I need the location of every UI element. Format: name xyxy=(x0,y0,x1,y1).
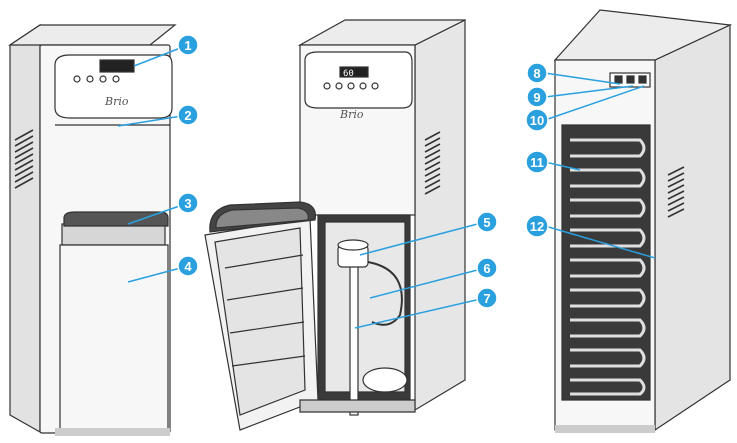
callout-2: 2 xyxy=(177,104,199,126)
leader-5 xyxy=(359,221,486,256)
callout-10: 10 xyxy=(525,108,549,132)
callout-number: 11 xyxy=(530,155,544,170)
cooler-door-open xyxy=(204,19,466,431)
cooler-rear xyxy=(553,9,733,433)
leader-12 xyxy=(544,225,656,259)
callout-number: 9 xyxy=(533,90,540,105)
callout-12: 12 xyxy=(525,214,549,238)
callout-number: 2 xyxy=(184,108,191,123)
display-readout: 60 xyxy=(343,69,354,79)
callout-1: 1 xyxy=(177,34,199,56)
callout-number: 12 xyxy=(530,219,544,234)
leader-9 xyxy=(544,85,634,98)
leader-6 xyxy=(369,267,486,299)
callout-6: 6 xyxy=(476,257,498,279)
callout-number: 3 xyxy=(184,196,191,211)
leader-10 xyxy=(544,85,645,121)
cooler-front-closed xyxy=(8,23,177,436)
leader-8 xyxy=(544,72,621,85)
callout-number: 4 xyxy=(184,259,192,274)
callout-number: 1 xyxy=(184,38,191,53)
callout-11: 11 xyxy=(525,150,549,174)
callout-number: 10 xyxy=(530,113,544,128)
brand-logo-front: Brio xyxy=(104,95,129,108)
leader-2 xyxy=(117,114,189,127)
callout-3: 3 xyxy=(177,192,199,214)
callout-9: 9 xyxy=(526,86,548,108)
callout-number: 5 xyxy=(483,215,490,230)
callout-number: 8 xyxy=(533,66,540,81)
leader-lines xyxy=(117,44,656,329)
callout-4: 4 xyxy=(177,255,199,277)
callout-number: 7 xyxy=(483,291,490,306)
callout-number: 6 xyxy=(483,261,490,276)
callout-8: 8 xyxy=(526,62,548,84)
callout-7: 7 xyxy=(476,287,498,309)
leader-11 xyxy=(544,161,581,171)
callout-5: 5 xyxy=(476,211,498,233)
leader-7 xyxy=(354,297,486,329)
brand-logo-open: Brio xyxy=(339,108,364,121)
